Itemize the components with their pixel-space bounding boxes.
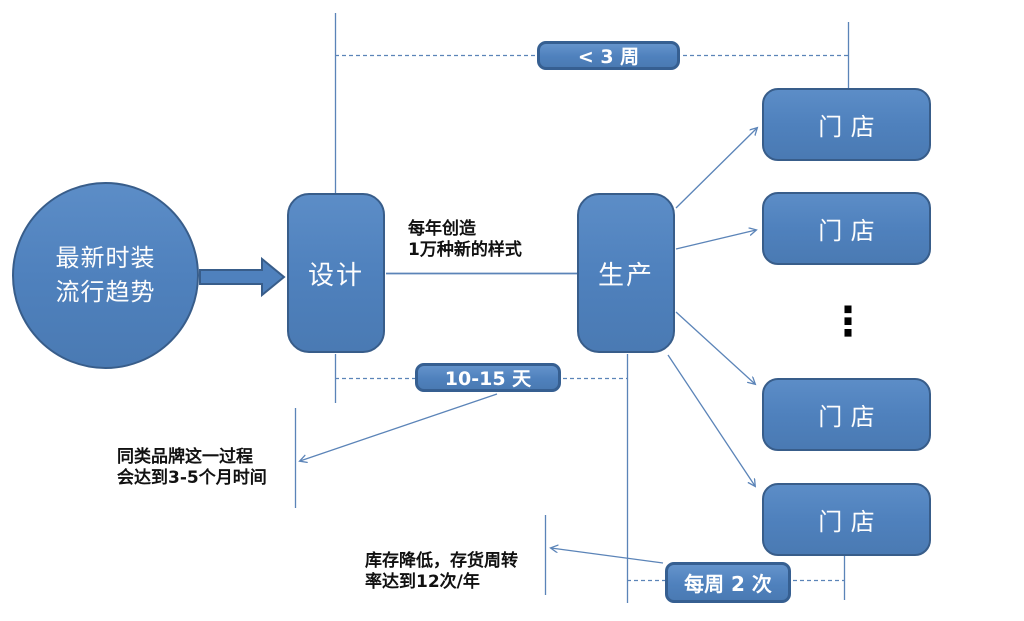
node-store-2-label: 门店 — [818, 217, 884, 245]
note-competitor-line1: 同类品牌这一过程 — [117, 447, 253, 467]
arrow-badge-to-inventory-note — [551, 548, 664, 564]
note-inventory-turnover: 库存降低，存货周转 率达到12次/年 — [365, 551, 518, 593]
arrow-production-store1 — [675, 128, 757, 209]
node-production-label: 生产 — [597, 260, 654, 291]
node-store-2: 门店 — [762, 192, 931, 265]
node-store-4: 门店 — [762, 483, 931, 556]
note-competitor-line2: 会达到3-5个月时间 — [117, 468, 267, 488]
node-store-3-label: 门店 — [818, 403, 884, 431]
note-yearly-styles: 每年创造 1万种新的样式 — [408, 219, 522, 261]
node-design: 设计 — [287, 193, 385, 353]
arrow-production-store3 — [675, 311, 755, 384]
node-store-4-label: 门店 — [818, 508, 884, 536]
more-stores-ellipsis-icon: ⋮ — [828, 299, 868, 345]
note-yearly-styles-line1: 每年创造 — [408, 219, 476, 239]
badge-twice-per-week: 每周 2 次 — [665, 562, 791, 603]
fashion-trends-line1: 最新时装 — [55, 243, 156, 272]
badge-less-than-3-weeks: < 3 周 — [537, 41, 680, 70]
arrow-production-store2 — [675, 230, 756, 250]
node-store-3: 门店 — [762, 378, 931, 451]
note-inventory-line2: 率达到12次/年 — [365, 572, 480, 592]
arrow-badge-to-competitor-note — [300, 393, 498, 461]
flow-arrow-icon — [199, 256, 286, 298]
node-store-1: 门店 — [762, 88, 931, 161]
fashion-trends-line2: 流行趋势 — [55, 277, 156, 306]
note-competitor-duration: 同类品牌这一过程 会达到3-5个月时间 — [117, 447, 267, 489]
node-fashion-trends-label: 最新时装 流行趋势 — [56, 242, 156, 309]
node-fashion-trends: 最新时装 流行趋势 — [12, 182, 199, 369]
badge-10-15-days: 10-15 天 — [415, 363, 561, 392]
node-production: 生产 — [577, 193, 675, 353]
node-design-label: 设计 — [307, 260, 364, 291]
arrow-production-store4 — [667, 354, 755, 486]
note-yearly-styles-line2: 1万种新的样式 — [408, 240, 522, 260]
node-store-1-label: 门店 — [818, 113, 884, 141]
note-inventory-line1: 库存降低，存货周转 — [365, 551, 518, 571]
